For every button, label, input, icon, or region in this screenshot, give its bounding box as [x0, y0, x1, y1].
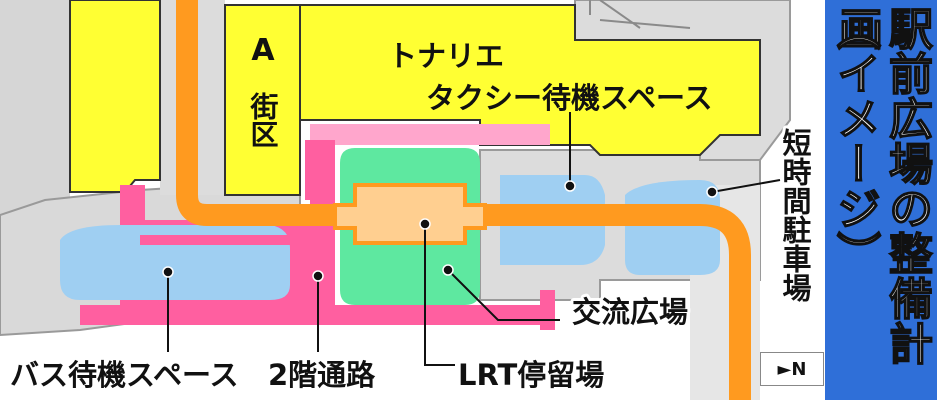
building-left: [69, 0, 161, 193]
label-exchange-plaza: 交流広場: [572, 295, 688, 329]
leader-lines: [162, 112, 781, 366]
north-arrow-icon: ►: [777, 358, 792, 380]
label-short-parking: 短時間駐車場: [778, 128, 812, 302]
label-tonarie: トナリエ: [388, 39, 504, 73]
label-a-block-letter: A: [251, 33, 275, 68]
label-taxi: タクシー待機スペース: [426, 81, 713, 115]
label-corridor: 2階通路: [268, 358, 376, 392]
north-marker: ► N: [760, 352, 824, 386]
building-a-block: [224, 4, 301, 196]
title-panel: 駅前広場の整備計画 （イメージ）: [825, 0, 937, 400]
building-tonarie: [299, 4, 761, 156]
short-parking-area: [625, 180, 720, 275]
deck-pink-link: [305, 140, 335, 200]
road-area-left: [0, 0, 70, 260]
map-canvas: A 街区 トナリエ タクシー待機スペース 交流広場 バス待機スペース 2階通路 …: [0, 0, 812, 400]
title-sub: （イメージ）: [828, 5, 881, 277]
title-main: 駅前広場の整備計画: [830, 5, 933, 367]
label-lrt: LRT停留場: [458, 358, 604, 392]
deck-light-pink: [310, 124, 550, 145]
label-a-block: 街区: [247, 91, 280, 148]
label-bus: バス待機スペース: [10, 358, 239, 392]
north-letter: N: [791, 358, 807, 380]
lrt-stop: [333, 183, 487, 245]
lrt-route: [176, 0, 751, 400]
road-lines: [589, 0, 691, 29]
